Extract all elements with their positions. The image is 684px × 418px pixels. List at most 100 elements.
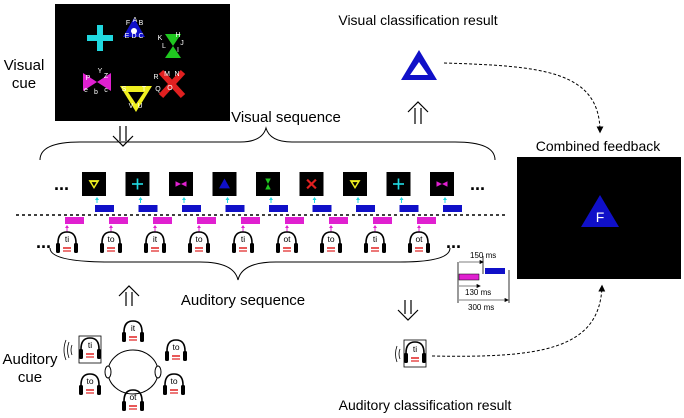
auditory-tone-bar [417,217,436,224]
visual-cue-triangle-yellow [120,86,152,112]
visual-cue-letter: K [158,35,163,42]
headphone-icon: to [188,231,210,253]
headphone-icon: ti [78,335,102,364]
headphone-syllable: ot [415,234,423,244]
visual-flash-bar [138,205,158,212]
headphone-icon: ti [56,231,78,253]
visual-sequence-item [343,172,375,212]
visual-cue-letter: P [86,75,91,82]
auditory-sequence-label: Auditory sequence [181,292,305,309]
visual-flash-bar [269,205,288,212]
visual-result-triangle [401,50,437,80]
headphone-syllable: to [327,234,334,244]
visual-sequence-item [82,172,114,212]
timing-300-label: 300 ms [468,303,494,312]
timing-magenta-bar [458,273,480,281]
double-up-arrow-visual-result [407,101,429,124]
headphone-icon: ti [403,339,427,368]
headphone-syllable: to [170,376,177,386]
headphone-icon: ot [408,231,430,253]
visual-flash-bar [312,205,332,212]
headphone-syllable: ot [129,392,137,402]
visual-flash-bar [399,205,419,212]
headphone-icon: to [165,339,187,361]
headphone-icon: ot [276,231,298,253]
headphone-syllable: ti [88,340,92,350]
auditory-cue-label-line1: Auditory [2,351,58,368]
auditory-tone-bar [153,217,172,224]
timing-150-label: 150 ms [470,251,496,260]
visual-flash-bar [225,205,245,212]
auditory-sequence-ellipsis-right: ... [446,232,461,252]
visual-flash-bar [95,205,114,212]
visual-cue-letter: Y [98,68,103,75]
auditory-tone-bar [373,217,392,224]
auditory-tone-bar [65,217,84,224]
visual-cue-bowtie-magenta [83,73,111,91]
auditory-tone-bar [329,217,348,224]
auditory-cue-head [104,349,162,395]
headphone-icon: ti [364,231,386,253]
visual-cue-bowtie-green [165,34,181,58]
auditory-cue-sound-icon [63,339,73,361]
headphone-icon: to [100,231,122,253]
headphone-syllable: it [131,323,136,333]
auditory-cue-label-line2: cue [18,369,42,386]
auditory-tone-bar [109,217,128,224]
timing-diagram: 150 ms 130 ms 300 ms [457,251,510,312]
visual-cue-letter: O [167,85,173,92]
visual-cue-letter: T [142,86,147,93]
headphone-syllable: to [172,342,179,352]
headphone-icon: it [122,320,144,342]
visual-sequence-item [212,172,245,212]
headphone-syllable: to [195,234,202,244]
visual-cue-letter: R [153,74,158,81]
visual-cue-letter: L [162,43,166,50]
visual-cue-letter: E [125,33,130,40]
visual-cue-letter: V [129,103,134,110]
headphone-syllable: to [86,376,93,386]
visual-cue-letter: S [122,86,127,93]
visual-sequence-brace [39,126,496,161]
combined-feedback-letter: F [596,209,605,225]
visual-result-arrow [443,62,604,134]
visual-cue-letter: H [175,32,180,39]
visual-cue-label-line1: Visual [4,57,45,74]
visual-cue-letter: Q [155,86,161,93]
visual-cue-letter: B [139,20,144,27]
visual-cue-letter: e [84,87,88,94]
visual-sequence-ellipsis-right: ... [470,174,485,194]
headphone-icon: ti [232,231,254,253]
visual-sequence-label: Visual sequence [231,109,341,126]
headphone-icon: to [79,373,101,395]
headphone-icon: ot [122,389,144,411]
timing-blue-bar [485,268,505,274]
visual-cue-letter: Z [104,73,109,80]
auditory-result-headphone: ti [403,339,427,368]
auditory-result-arrow [431,284,606,357]
auditory-result-sound-icon [395,345,401,363]
visual-cue-letter: J [180,40,184,47]
headphone-icon: to [163,373,185,395]
headphone-icon: it [144,231,166,253]
visual-cue-letter: U [137,103,142,110]
auditory-tone-bar [285,217,304,224]
headphone-syllable: ti [413,344,417,354]
auditory-tone-bar [241,217,260,224]
visual-sequence-item [430,172,462,212]
visual-cue-panel [55,4,230,121]
visual-cue-letter: M [164,71,170,78]
combined-feedback-triangle [581,195,619,227]
headphone-syllable: to [107,234,114,244]
visual-sequence-item [299,172,332,212]
headphone-syllable: it [153,234,158,244]
auditory-classification-result-label: Auditory classification result [339,397,512,413]
visual-cue-letter: A [133,17,138,24]
visual-cue-letter: F [126,20,130,27]
visual-cue-letter: I [177,47,179,54]
visual-sequence-ellipsis-left: ... [54,174,69,194]
visual-classification-result-label: Visual classification result [338,12,497,28]
